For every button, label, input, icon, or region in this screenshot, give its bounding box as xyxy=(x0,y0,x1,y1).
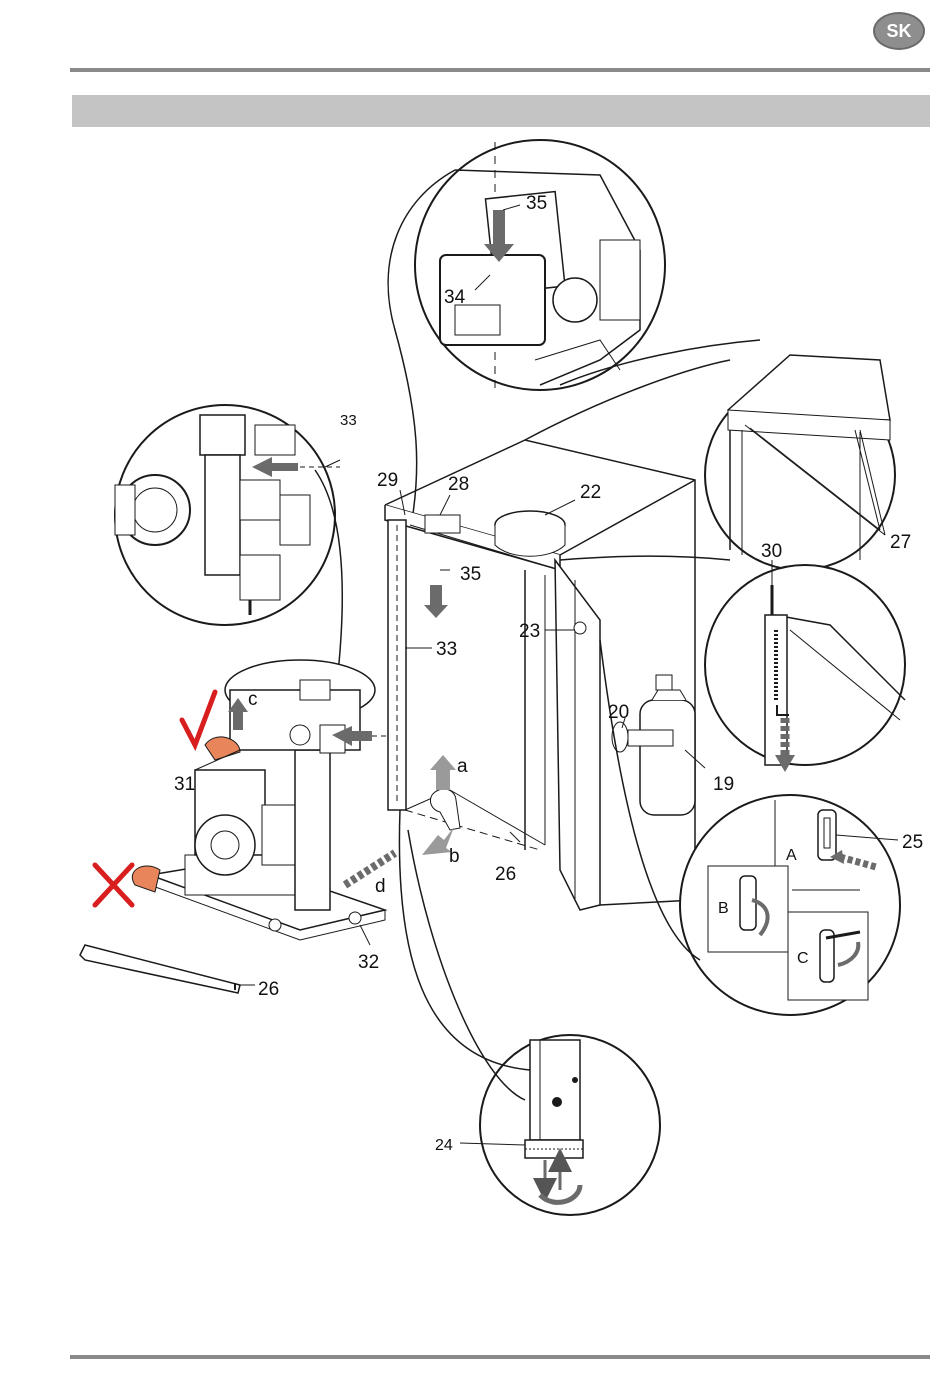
callout-23: 23 xyxy=(519,621,540,642)
detail-letter-b: B xyxy=(718,900,729,917)
step-c: c xyxy=(248,689,258,710)
detail-circle-upper-right xyxy=(705,355,895,570)
step-d: d xyxy=(375,876,386,897)
callout-35-detail: 35 xyxy=(526,193,547,214)
callout-25: 25 xyxy=(902,832,923,853)
callout-32: 32 xyxy=(358,952,379,973)
callout-26-rail: 26 xyxy=(258,979,279,1000)
hand-step-ab xyxy=(422,755,460,855)
detail-circle-top xyxy=(415,140,665,390)
detail-circle-left xyxy=(115,405,340,625)
rail-26 xyxy=(80,945,240,993)
detail-letter-a: A xyxy=(786,847,797,864)
callout-33: 33 xyxy=(436,639,457,660)
leader-bottom xyxy=(399,810,530,1070)
callout-33-detail: 33 xyxy=(340,412,357,429)
callout-26: 26 xyxy=(495,864,516,885)
callout-28: 28 xyxy=(448,474,469,495)
callout-35: 35 xyxy=(460,564,481,585)
detail-letter-c: C xyxy=(797,950,809,967)
callout-31: 31 xyxy=(174,774,195,795)
callout-20: 20 xyxy=(608,702,629,723)
callout-22: 22 xyxy=(580,482,601,503)
detail-circle-right xyxy=(705,565,905,772)
detail-circle-lower-right xyxy=(680,795,900,1015)
leader-right xyxy=(560,556,730,560)
callout-34: 34 xyxy=(444,287,466,308)
callout-29: 29 xyxy=(377,470,398,491)
callout-30: 30 xyxy=(761,541,782,562)
cabinet xyxy=(385,440,695,910)
compressor-unit xyxy=(95,660,395,940)
callout-24: 24 xyxy=(435,1137,453,1154)
step-a: a xyxy=(457,756,468,777)
callout-27: 27 xyxy=(890,532,911,553)
step-b: b xyxy=(449,846,460,867)
detail-circle-bottom xyxy=(480,1035,660,1215)
callout-19: 19 xyxy=(713,774,734,795)
